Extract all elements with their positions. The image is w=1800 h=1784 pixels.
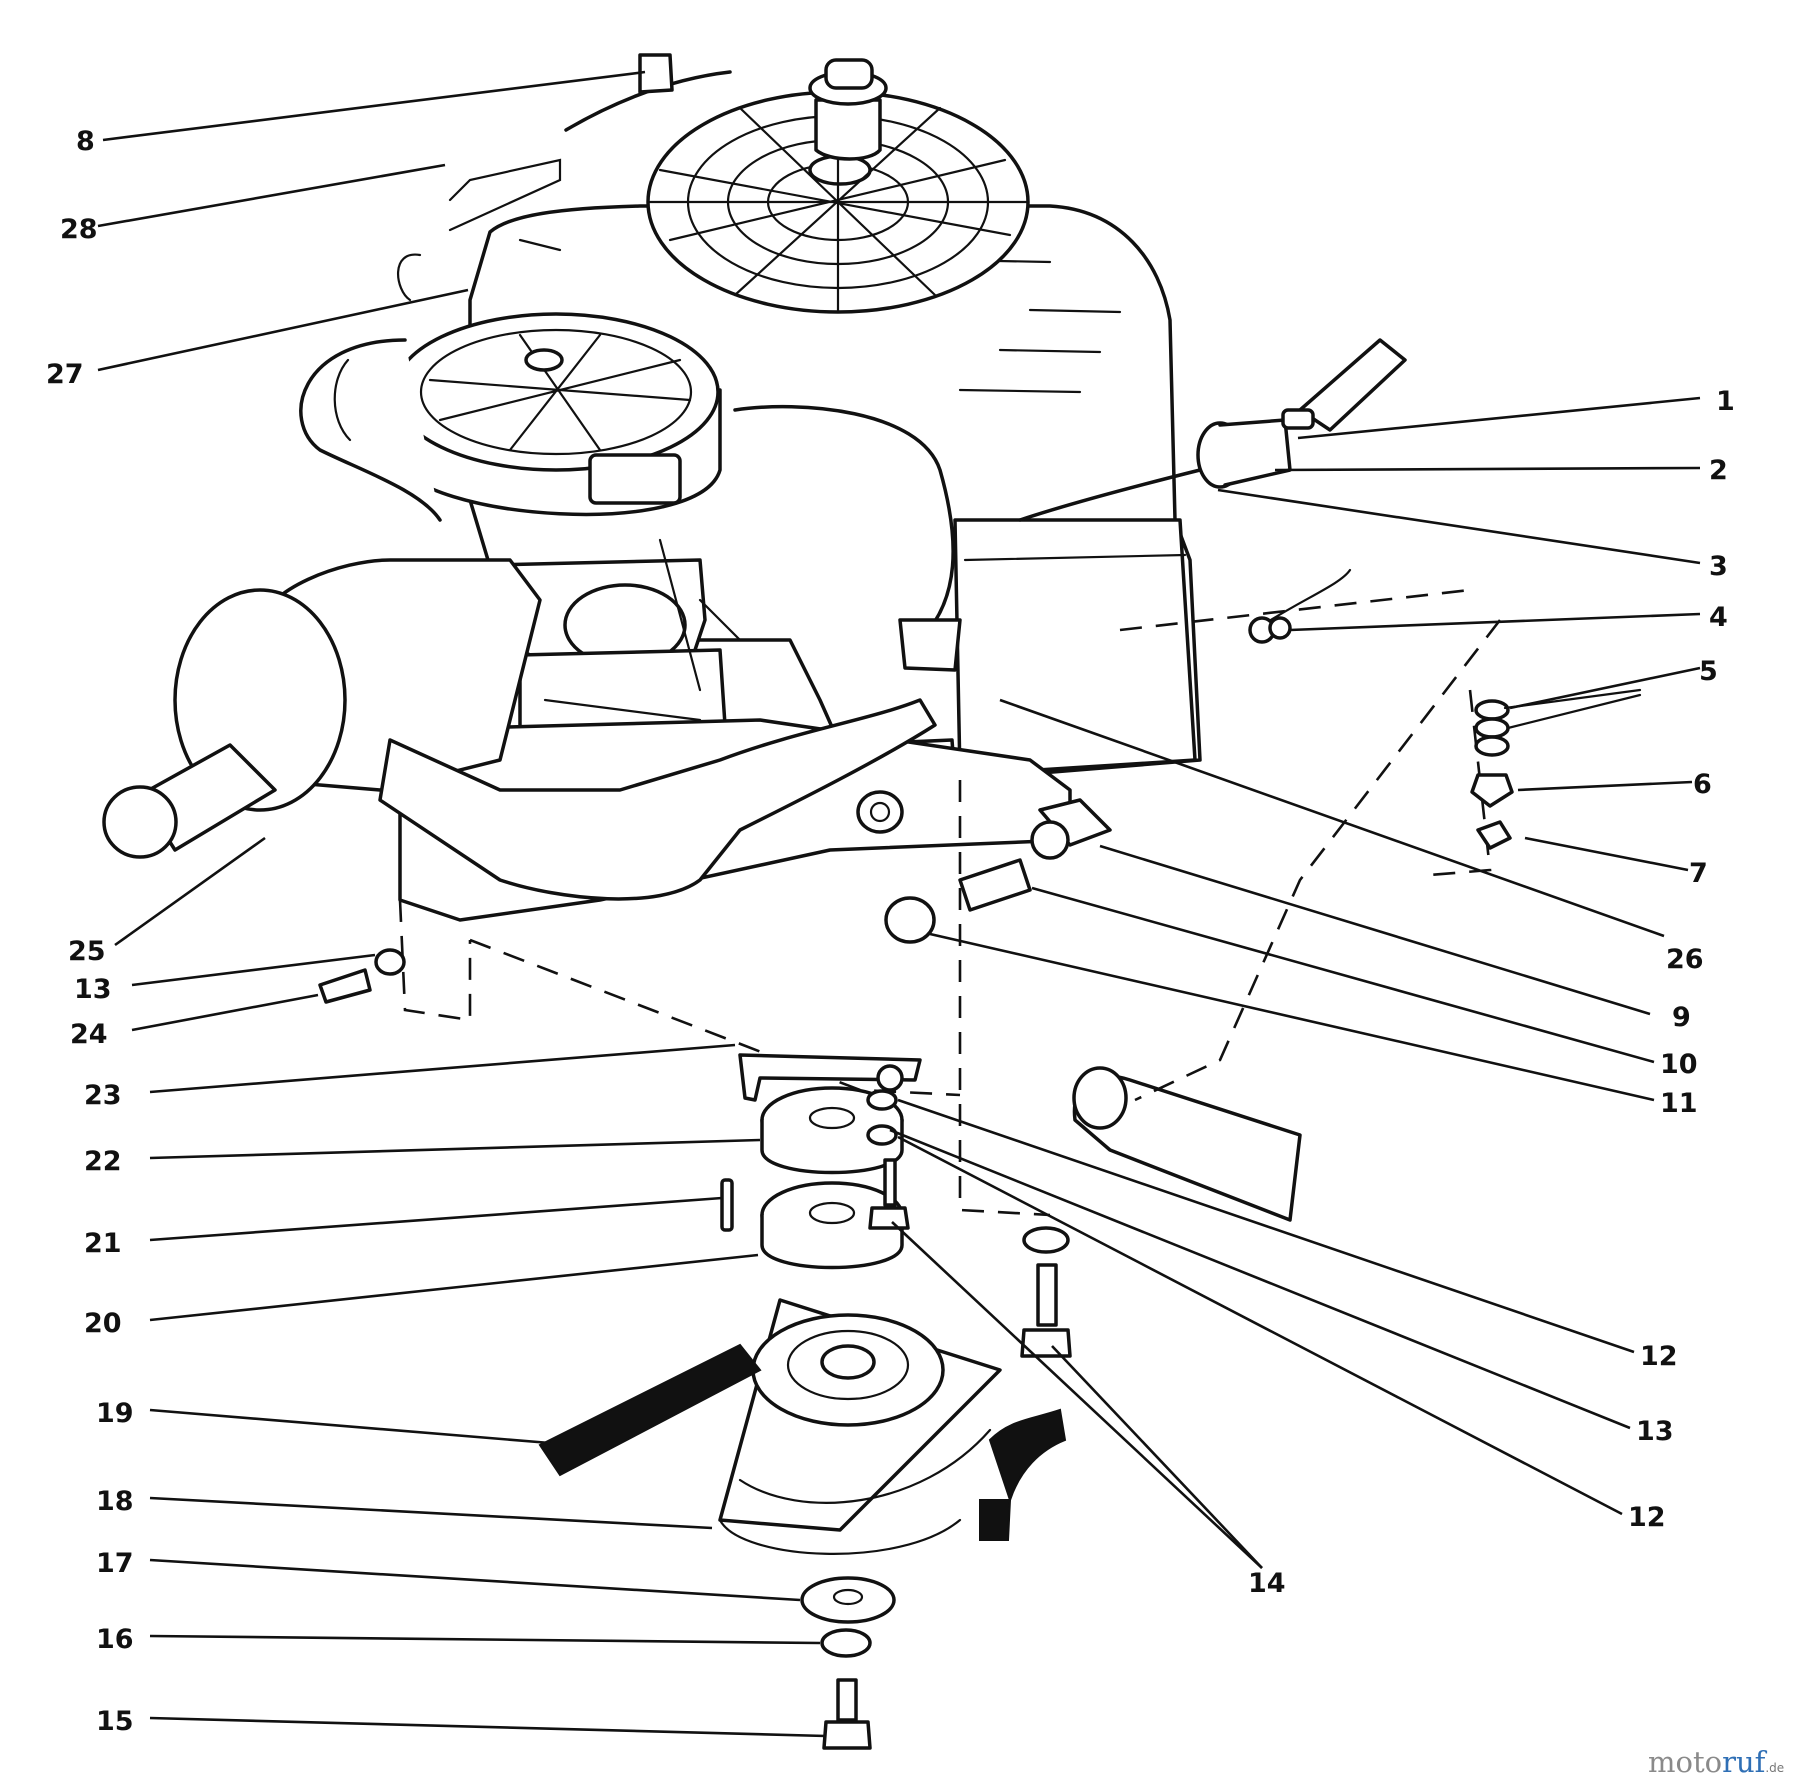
callout-26: 26 — [1666, 944, 1704, 975]
air-cleaner — [392, 312, 722, 517]
callout-15: 15 — [96, 1706, 134, 1737]
callout-27: 27 — [46, 359, 84, 390]
callout-25: 25 — [68, 936, 106, 967]
callout-1: 1 — [1716, 386, 1735, 417]
callout-16: 16 — [96, 1624, 134, 1655]
terminal-hardware — [1248, 568, 1642, 850]
callout-18: 18 — [96, 1486, 134, 1517]
bolt-washer-left — [318, 948, 406, 1004]
callout-13a: 13 — [74, 974, 112, 1005]
watermark-logo: motoruf.de — [1648, 1745, 1784, 1779]
callout-19: 19 — [96, 1398, 134, 1429]
callout-9: 9 — [1672, 1002, 1691, 1033]
electric-clutch — [538, 1298, 1067, 1555]
callout-2: 2 — [1709, 455, 1728, 486]
callout-11: 11 — [1660, 1088, 1698, 1119]
clutch-hardware — [800, 1576, 896, 1750]
callout-28: 28 — [60, 214, 98, 245]
callout-22: 22 — [84, 1146, 122, 1177]
callout-21: 21 — [84, 1228, 122, 1259]
watermark-part2: ruf — [1722, 1745, 1768, 1779]
mounting-bolts — [856, 790, 1112, 944]
fuel-filter-assembly — [1018, 338, 1407, 522]
leader-lines — [97, 70, 1701, 1738]
callout-labels: 1 2 3 4 5 6 7 8 9 10 11 12 12 13 13 14 1… — [46, 126, 1735, 1737]
exhaust-pipe — [378, 698, 937, 901]
callout-20: 20 — [84, 1308, 122, 1339]
pulley-stack — [720, 1053, 922, 1270]
callout-4: 4 — [1709, 602, 1728, 633]
callout-14: 14 — [1248, 1568, 1286, 1599]
oil-fill-cap — [808, 58, 888, 161]
callout-8: 8 — [76, 126, 95, 157]
bolt-washer-right — [1020, 1226, 1072, 1358]
throttle-cable — [448, 53, 732, 232]
callout-3: 3 — [1709, 551, 1728, 582]
callout-5: 5 — [1699, 656, 1718, 687]
svg-text:motoruf.de: motoruf.de — [1648, 1745, 1784, 1779]
callout-12b: 12 — [1628, 1502, 1666, 1533]
spark-plug-wire — [733, 404, 962, 672]
callout-12a: 12 — [1640, 1341, 1678, 1372]
fuel-line — [299, 253, 442, 522]
muffler — [102, 558, 542, 859]
callout-23: 23 — [84, 1080, 122, 1111]
callout-17: 17 — [96, 1548, 134, 1579]
callout-13b: 13 — [1636, 1416, 1674, 1447]
rewind-starter-screen — [646, 90, 1030, 314]
watermark-part1: moto — [1648, 1745, 1722, 1779]
callout-7: 7 — [1689, 858, 1708, 889]
callout-6: 6 — [1693, 769, 1712, 800]
watermark-suffix: .de — [1765, 1761, 1784, 1775]
callout-24: 24 — [70, 1019, 108, 1050]
callout-10: 10 — [1660, 1049, 1698, 1080]
